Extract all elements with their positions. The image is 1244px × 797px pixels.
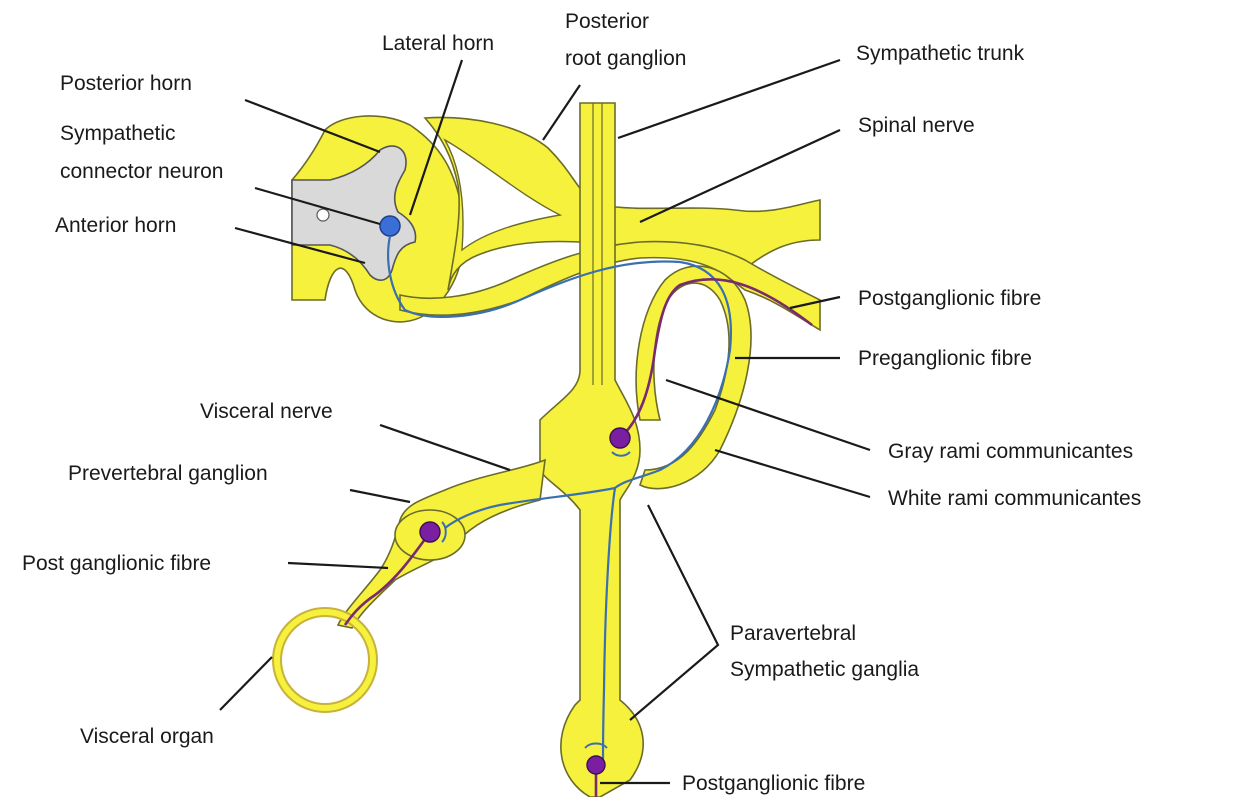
label-white-rami: White rami communicantes [888,487,1141,510]
label-posterior-root-ganglion-2: root ganglion [565,47,686,70]
leader-paravertebral [630,505,718,720]
small-white-neuron [317,209,329,221]
label-lateral-horn: Lateral horn [382,32,494,55]
leader-sympathetic-trunk [618,60,840,138]
label-posterior-root-ganglion-1: Posterior [565,10,649,33]
visceral-organ-ring-inner [277,612,373,708]
leader-visceral-organ [220,657,272,710]
label-paravertebral-1: Paravertebral [730,622,856,645]
label-gray-rami: Gray rami communicantes [888,440,1133,463]
label-post-ganglionic-fibre-left: Post ganglionic fibre [22,552,211,575]
prevertebral-neuron [420,522,440,542]
label-sympathetic-trunk: Sympathetic trunk [856,42,1025,65]
label-visceral-organ: Visceral organ [80,725,214,748]
leader-white-rami [715,450,870,497]
label-postganglionic-fibre-bottom: Postganglionic fibre [682,772,865,795]
sympathetic-connector-neuron [380,216,400,236]
label-sympathetic-connector-2: connector neuron [60,160,223,183]
label-anterior-horn: Anterior horn [55,214,176,237]
label-visceral-nerve: Visceral nerve [200,400,333,423]
label-prevertebral-ganglion: Prevertebral ganglion [68,462,268,485]
label-sympathetic-connector-1: Sympathetic [60,122,176,145]
bottom-ganglion-neuron [587,756,605,774]
label-preganglionic-fibre: Preganglionic fibre [858,347,1032,370]
leader-post-ganglionic-left [288,563,388,568]
label-postganglionic-fibre-top: Postganglionic fibre [858,287,1041,310]
leader-visceral-nerve [380,425,510,470]
label-paravertebral-2: Sympathetic ganglia [730,658,919,681]
label-spinal-nerve: Spinal nerve [858,114,975,137]
label-posterior-horn: Posterior horn [60,72,192,95]
leader-posterior-root-ganglion [543,85,580,140]
leader-prevertebral-ganglion [350,490,410,502]
paravertebral-neuron [610,428,630,448]
